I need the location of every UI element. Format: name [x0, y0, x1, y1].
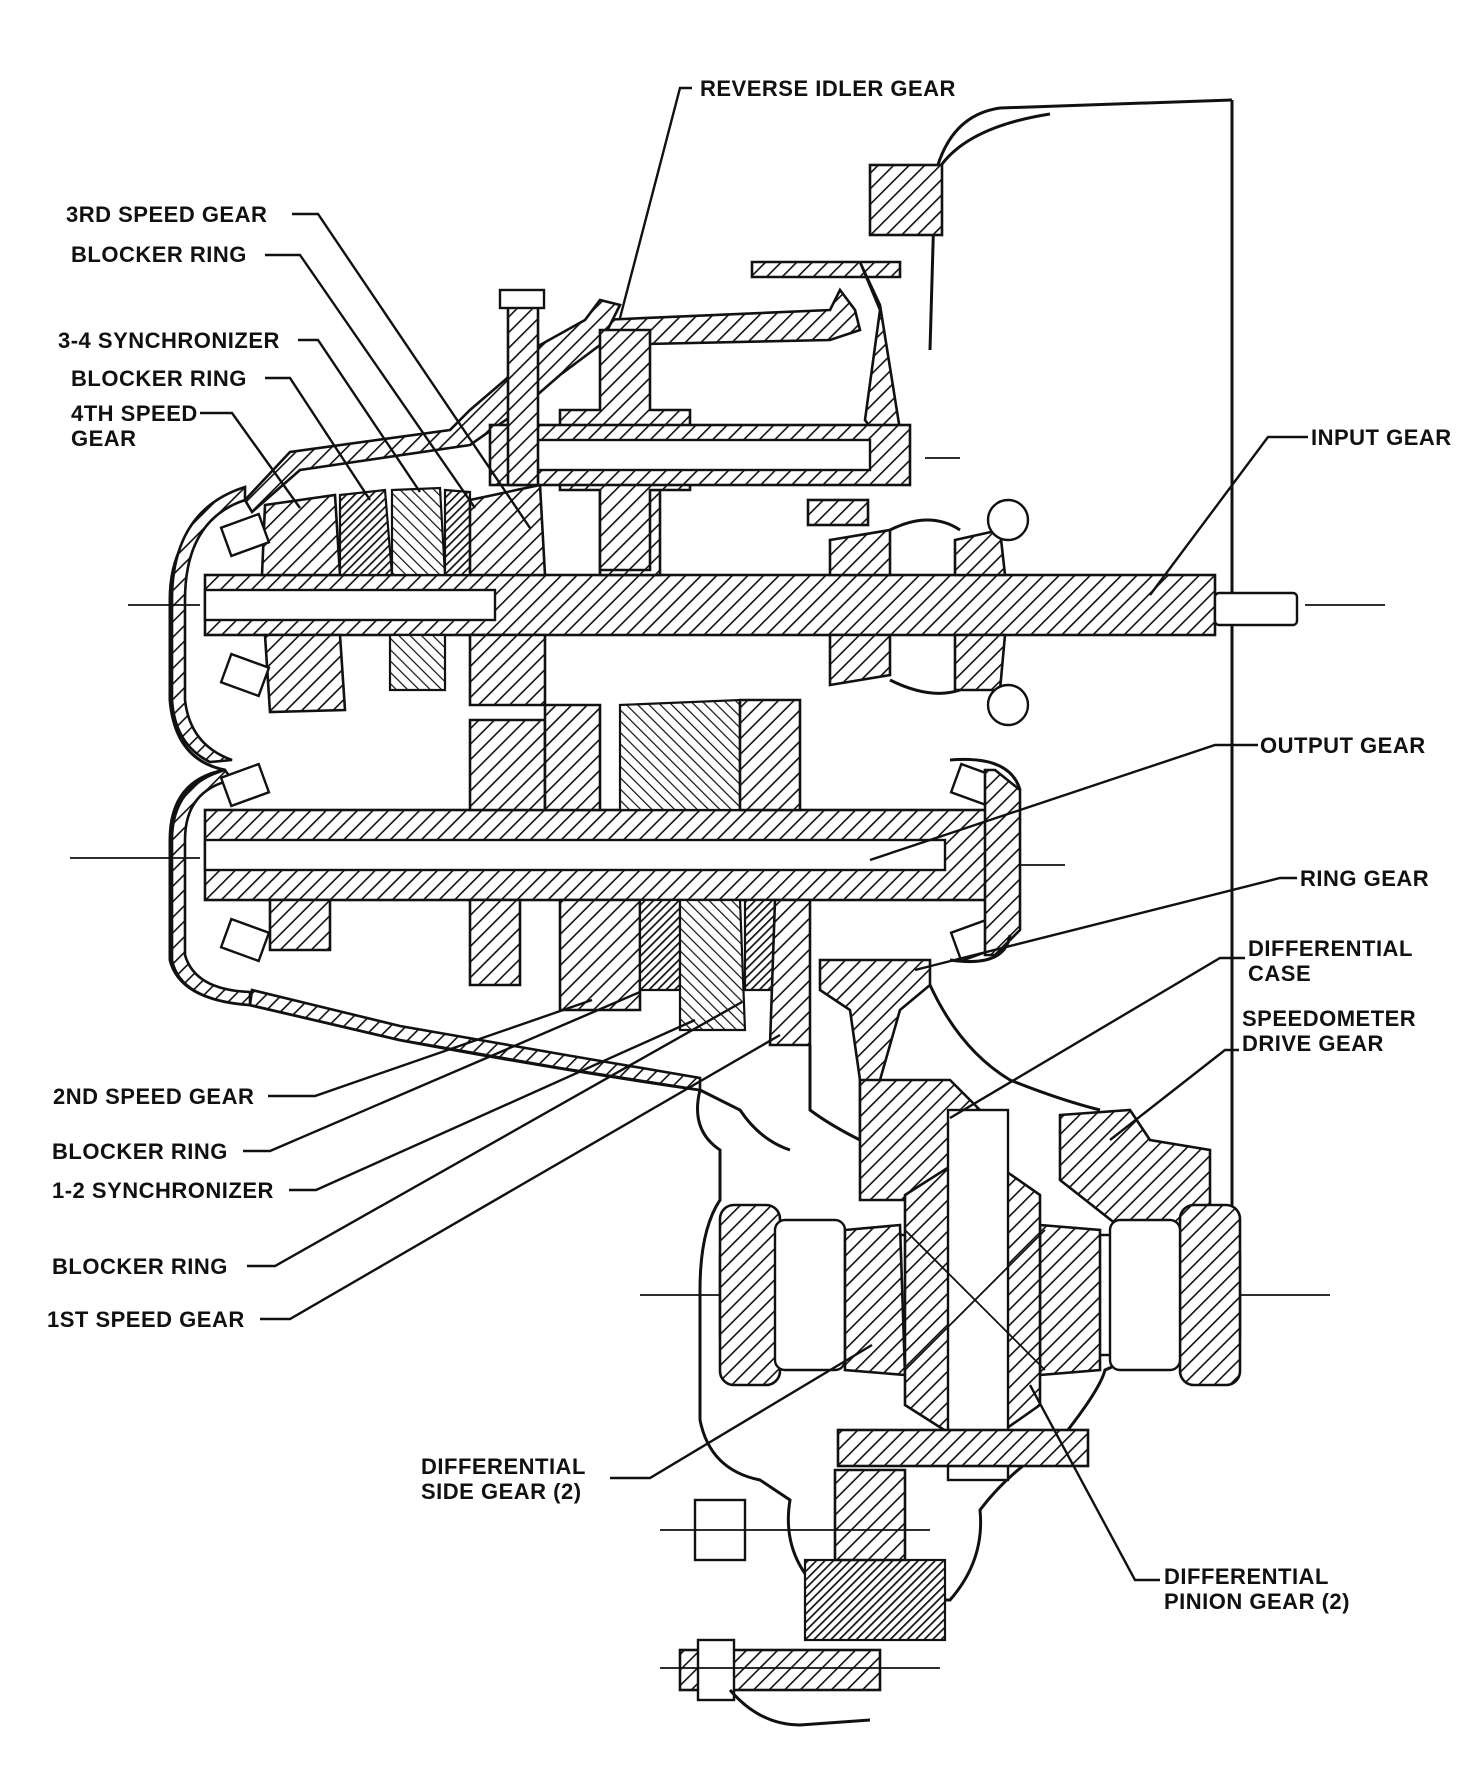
housing-web [858, 261, 902, 442]
housing-boss [868, 163, 944, 237]
reverse-idler-shaft-bore [508, 438, 872, 472]
label-blocker-ring-upper-1: BLOCKER RING [71, 242, 247, 267]
fourth-gear-lower-half [263, 633, 347, 714]
input-shaft-bore [203, 588, 497, 622]
lower-bearing-race [268, 898, 332, 952]
input-shaft-spline-end [1213, 591, 1299, 627]
label-blocker-ring-lower-1: BLOCKER RING [52, 1139, 228, 1164]
differential-housing-outline [696, 1089, 1234, 1602]
left-side-bearing [718, 1203, 782, 1387]
housing-rib [750, 260, 902, 279]
label-third-speed-gear: 3RD SPEED GEAR [66, 202, 268, 227]
blocker-ring-upper-shape [338, 488, 394, 577]
blocker-ring-lower-2-shape [743, 898, 777, 992]
third-gear-lower-half [468, 633, 547, 707]
seal-ring-upper [986, 498, 1030, 542]
label-ring-gear: RING GEAR [1300, 866, 1430, 891]
differential-side-gear-left-shape [843, 1223, 907, 1377]
label-first-speed-gear: 1ST SPEED GEAR [47, 1307, 245, 1332]
output-bearing-retainer [983, 768, 1022, 957]
input-retainer [889, 518, 961, 695]
label-differential-pinion-gear: DIFFERENTIAL PINION GEAR (2) [1164, 1564, 1350, 1614]
output-bearing-cover [949, 757, 1022, 964]
case-wall-top [243, 298, 622, 515]
first-speed-gear-shape [768, 898, 812, 1047]
right-bearing-race [1108, 1218, 1182, 1372]
second-speed-gear-shape [558, 898, 642, 1012]
label-1-2-synchronizer: 1-2 SYNCHRONIZER [52, 1178, 274, 1203]
label-speedometer-drive-gear: SPEEDOMETER DRIVE GEAR [1242, 1006, 1417, 1056]
blocker-ring-upper-2-shape [443, 488, 472, 577]
diff-housing-upper [808, 984, 1101, 1142]
speedometer-driven-gear [803, 1558, 947, 1642]
label-differential-case: DIFFERENTIAL CASE [1248, 936, 1413, 986]
output-gear-upper-d [738, 698, 802, 812]
synchronizer-1-2-shape [678, 898, 747, 1032]
output-gear-upper-b [543, 703, 602, 812]
blocker-ring-lower-1-shape [638, 898, 682, 992]
label-differential-side-gear: DIFFERENTIAL SIDE GEAR (2) [421, 1454, 586, 1504]
label-3-4-synchronizer: 3-4 SYNCHRONIZER [58, 328, 280, 353]
differential-side-gear-right-shape [1038, 1223, 1102, 1377]
label-blocker-ring-upper-2: BLOCKER RING [71, 366, 247, 391]
speedometer-drive-gear-shape [1058, 1108, 1212, 1237]
lower-bracket-bolt [696, 1638, 736, 1702]
pinion-shaft [946, 1108, 1010, 1482]
output-gear-upper-a [468, 718, 547, 812]
input-bearing-upper [828, 528, 892, 577]
case-wall-upper-left [170, 485, 247, 764]
sync-lower-half [388, 633, 447, 692]
lower-bracket-edge [728, 1689, 871, 1727]
label-blocker-ring-lower-2: BLOCKER RING [52, 1254, 228, 1279]
fourth-speed-gear-shape [260, 493, 342, 577]
diff-lower-bolt [836, 1428, 1090, 1468]
input-seal-upper [953, 528, 1007, 577]
output-gear-upper-c [618, 698, 742, 812]
case-bolt [506, 298, 540, 487]
label-fourth-speed-gear: 4TH SPEED GEAR [71, 401, 198, 451]
output-shaft-bore [203, 838, 947, 872]
label-output-gear: OUTPUT GEAR [1260, 733, 1426, 758]
seal-ring-lower [986, 683, 1030, 727]
right-side-bearing [1178, 1203, 1242, 1387]
leader-lines [200, 86, 1308, 1582]
input-seal-lower [953, 633, 1007, 692]
lower-gear-hub [468, 898, 522, 987]
driven-gear-shaft [833, 1468, 907, 1562]
clutch-housing [928, 98, 1233, 351]
synchronizer-3-4-shape [390, 486, 447, 577]
label-second-speed-gear: 2ND SPEED GEAR [53, 1084, 255, 1109]
label-reverse-idler-gear: REVERSE IDLER GEAR [700, 76, 956, 101]
third-speed-gear-shape [468, 483, 547, 577]
input-bearing-lower [828, 633, 892, 687]
label-input-gear: INPUT GEAR [1311, 425, 1452, 450]
diff-cross-b [904, 1229, 1046, 1371]
shift-rail-boss [806, 498, 870, 527]
case-bolt-head [498, 288, 546, 310]
left-bearing-race [773, 1218, 847, 1372]
